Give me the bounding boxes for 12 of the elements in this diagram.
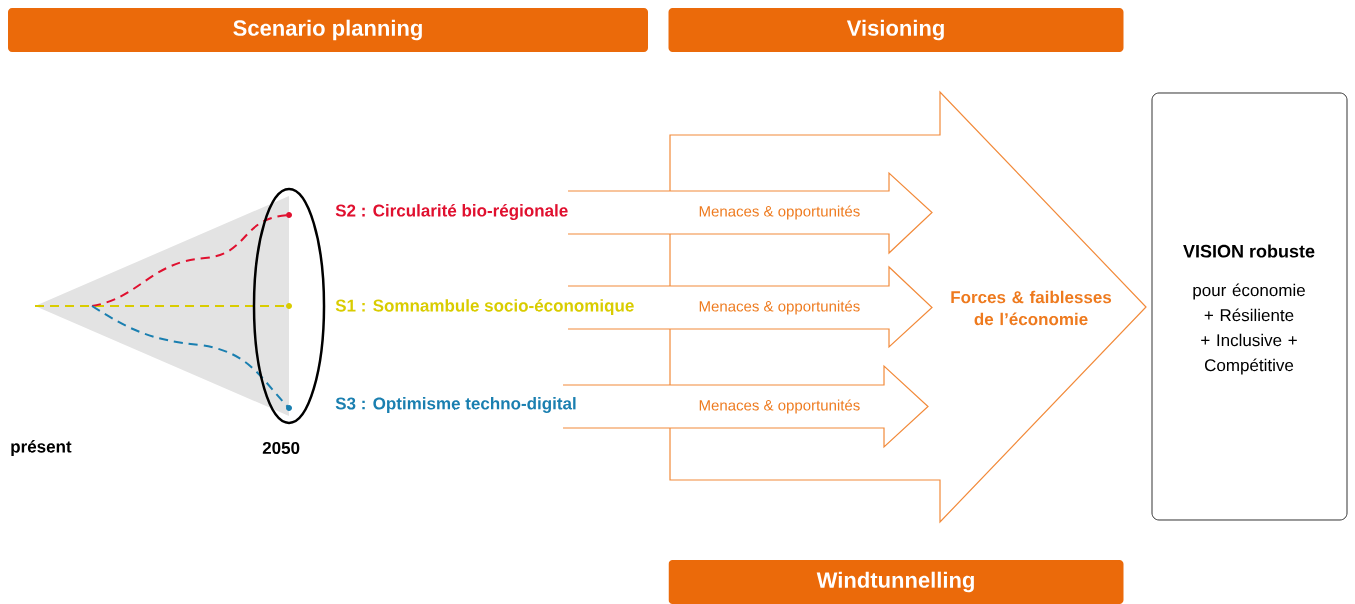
- node-label: Menaces & opportunités: [699, 399, 860, 414]
- section-band: Windtunnelling: [668, 560, 1124, 604]
- vision-box: VISION robuste pour économie + Résiliente + Inclusive + Compétitive: [1151, 92, 1348, 521]
- axis-label: présent: [11, 440, 72, 456]
- axis-label: 2050: [262, 441, 300, 454]
- scenario-label: S1 : Somnambule socio-économique: [335, 299, 634, 315]
- node-label: Menaces & opportunités: [699, 300, 860, 315]
- node-label: Menaces & opportunités: [699, 205, 860, 220]
- section-band: Scenario planning: [8, 8, 648, 52]
- section-band: Visioning: [668, 8, 1124, 52]
- scenario-label: S3 : Optimisme techno-digital: [335, 397, 576, 413]
- scenario-label: S2 : Circularité bio-régionale: [335, 203, 568, 221]
